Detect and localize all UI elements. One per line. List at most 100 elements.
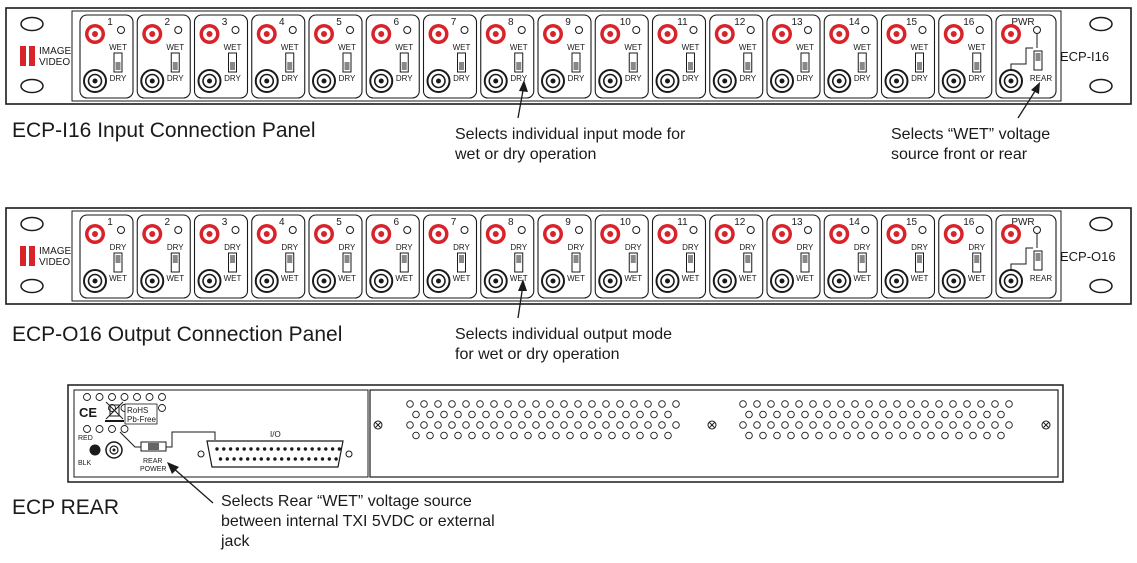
io-screw-left [197, 450, 205, 458]
switch-label-bottom: WET [453, 274, 471, 283]
terminal-hole [650, 410, 658, 419]
terminal-hole [907, 421, 915, 429]
rear-power-note-line: between internal TXI 5VDC or external [221, 513, 495, 530]
db-pin [283, 447, 287, 451]
terminal-hole [658, 400, 666, 408]
io-db37-connector[interactable] [206, 440, 344, 468]
rear-power-switch[interactable] [140, 441, 167, 452]
db-pin [330, 447, 335, 451]
rear-power-label-1: REAR [143, 458, 162, 465]
terminal-hole [406, 421, 414, 429]
db-pin [290, 447, 294, 451]
terminal-hole [983, 431, 991, 440]
vent-hole [158, 393, 166, 401]
terminal-hole [630, 421, 638, 429]
channel-number: 13 [791, 217, 803, 228]
terminal-hole [753, 421, 761, 429]
switch-label-top: DRY [453, 243, 470, 252]
terminal-hole [608, 431, 616, 440]
rear-power-note-line: jack [221, 533, 250, 550]
terminal-hole [532, 421, 540, 429]
switch-label-top: WET [338, 43, 356, 52]
terminal-hole [801, 410, 809, 419]
channel-number: 12 [734, 217, 746, 228]
terminal-hole [963, 421, 971, 429]
switch-label-top: WET [567, 43, 585, 52]
db-pin [252, 457, 257, 461]
terminal-hole [552, 431, 560, 440]
channel-number: 15 [906, 217, 918, 228]
switch-label-top: WET [281, 43, 299, 52]
terminal-hole [823, 421, 831, 429]
status-led [975, 226, 984, 234]
status-led [517, 26, 526, 34]
terminal-hole [622, 410, 630, 419]
rear-power-label-2: POWER [140, 466, 166, 473]
terminal-hole [664, 431, 672, 440]
terminal-hole [767, 400, 775, 408]
terminal-hole [949, 400, 957, 408]
switch-label-bottom: DRY [968, 74, 985, 83]
terminal-hole [921, 400, 929, 408]
switch-label-bottom: WET [109, 274, 127, 283]
db-pin [228, 447, 233, 451]
terminal-hole [955, 431, 963, 440]
vent-hole [120, 393, 129, 401]
switch-label-bottom: WET [395, 274, 413, 283]
terminal-hole [434, 421, 442, 429]
terminal-hole [941, 410, 949, 419]
switch-label-top: WET [166, 43, 184, 52]
terminal-hole [594, 431, 602, 440]
terminal-hole [991, 421, 999, 429]
terminal-hole [426, 410, 434, 419]
channel-number: 6 [393, 217, 399, 228]
terminal-hole [921, 421, 929, 429]
terminal-hole [524, 431, 532, 440]
terminal-hole [602, 421, 610, 429]
status-led [575, 226, 583, 234]
rear-black-jack[interactable] [89, 444, 101, 456]
channel-number: 10 [620, 17, 632, 28]
db-pin [225, 457, 229, 461]
switch-label-top: WET [624, 43, 642, 52]
terminal-hole [664, 410, 672, 419]
rohs-label: RoHS [127, 406, 148, 415]
channel-number: 2 [164, 17, 170, 28]
switch-label-bottom: DRY [510, 74, 527, 83]
switch-label-bottom: DRY [911, 74, 928, 83]
channel-number: 1 [107, 217, 113, 228]
db-pin [307, 457, 311, 461]
output-mode-note-line: for wet or dry operation [455, 346, 620, 363]
wet-source-arrow [1017, 82, 1040, 119]
switch-label-top: WET [453, 43, 471, 52]
terminal-hole [672, 421, 680, 429]
terminal-hole [574, 400, 582, 408]
switch-label-bottom: WET [510, 274, 528, 283]
terminal-hole [885, 410, 893, 419]
db-pin [320, 457, 325, 461]
terminal-hole [490, 421, 498, 429]
switch-label-top: DRY [911, 243, 928, 252]
status-led [231, 26, 240, 34]
status-led [288, 226, 297, 234]
switch-label-top: DRY [682, 243, 699, 252]
terminal-hole [406, 400, 414, 408]
db-pin [269, 447, 274, 451]
switch-label-top: DRY [339, 243, 356, 252]
terminal-hole [566, 431, 574, 440]
terminal-hole [759, 410, 767, 419]
db-pin [303, 447, 308, 451]
channel-number: 14 [849, 17, 861, 28]
status-led [346, 226, 354, 234]
terminal-hole [871, 431, 879, 440]
terminal-hole [759, 431, 767, 440]
channel-number: 16 [963, 217, 975, 228]
